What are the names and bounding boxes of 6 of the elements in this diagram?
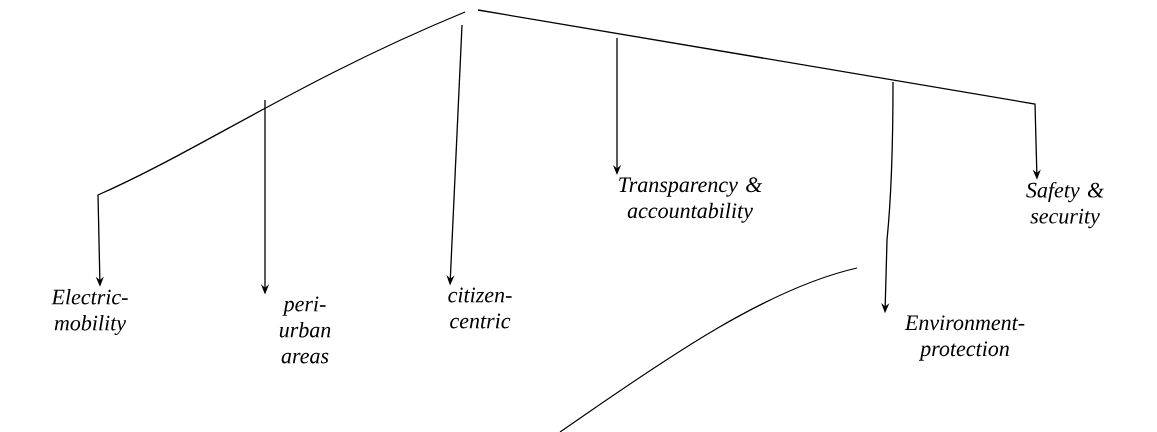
handwritten-label: Electric- mobility [51,289,128,335]
handwritten-label: Safety & security [1026,181,1105,229]
handwritten-label: citizen- centric [448,287,512,329]
handwritten-label: Environment- protection [904,315,1025,361]
handwritten-label: peri- urban areas [279,296,331,364]
handwritten-label: Transparency & accountability [619,177,763,223]
